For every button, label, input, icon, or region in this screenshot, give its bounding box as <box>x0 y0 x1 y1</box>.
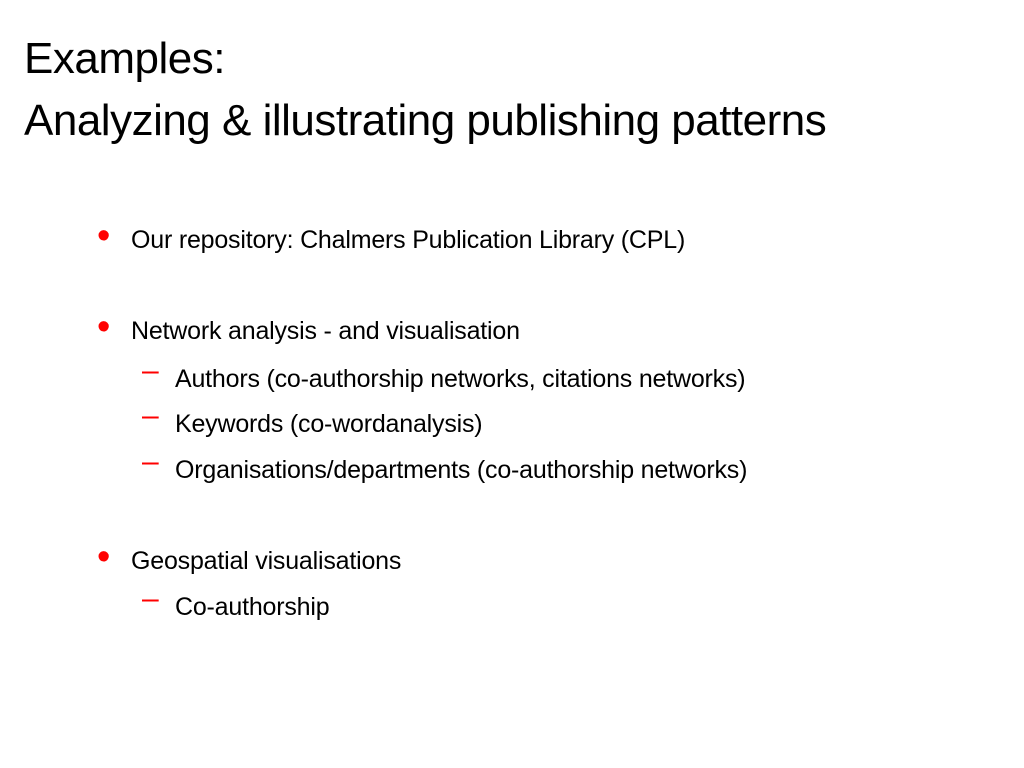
slide-title: Examples: Analyzing & illustrating publi… <box>24 28 1004 152</box>
bullet-text: Our repository: Chalmers Publication Lib… <box>131 226 686 254</box>
sub-bullet-text: Co-authorship <box>175 593 330 621</box>
sub-bullet-item: –Authors (co-authorship networks, citati… <box>142 356 746 394</box>
sub-bullet-text: Keywords (co-wordanalysis) <box>175 410 483 438</box>
bullet-item: • Our repository: Chalmers Publication Li… <box>97 217 686 255</box>
bullet-text: Network analysis - and visualisation <box>131 317 520 345</box>
dash-icon: – <box>142 445 159 478</box>
sub-bullet-text: Authors (co-authorship networks, citatio… <box>175 365 746 393</box>
bullet-item: • Geospatial visualisations <box>97 538 402 576</box>
dash-icon: – <box>142 399 159 432</box>
sub-bullet-text: Organisations/departments (co-authorship… <box>175 456 748 484</box>
slide-title-line-1: Examples: <box>24 34 225 83</box>
bullet-text: Geospatial visualisations <box>131 547 402 575</box>
dash-icon: – <box>142 354 159 387</box>
sub-bullet-item: –Organisations/departments (co-authorshi… <box>142 447 748 485</box>
bullet-dot-icon: • <box>97 536 111 578</box>
bullet-item: • Network analysis - and visualisation <box>97 308 520 346</box>
slide-title-line-2: Analyzing & illustrating publishing patt… <box>24 96 827 145</box>
bullet-dot-icon: • <box>97 215 111 257</box>
bullet-dot-icon: • <box>97 306 111 348</box>
sub-bullet-item: –Keywords (co-wordanalysis) <box>142 401 483 439</box>
sub-bullet-item: –Co-authorship <box>142 584 330 622</box>
dash-icon: – <box>142 582 159 615</box>
